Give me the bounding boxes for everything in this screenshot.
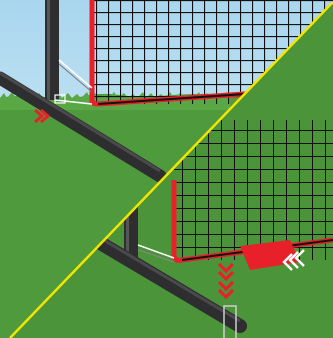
net-setup-illustration [0, 0, 333, 338]
illustration-canvas [0, 0, 333, 338]
